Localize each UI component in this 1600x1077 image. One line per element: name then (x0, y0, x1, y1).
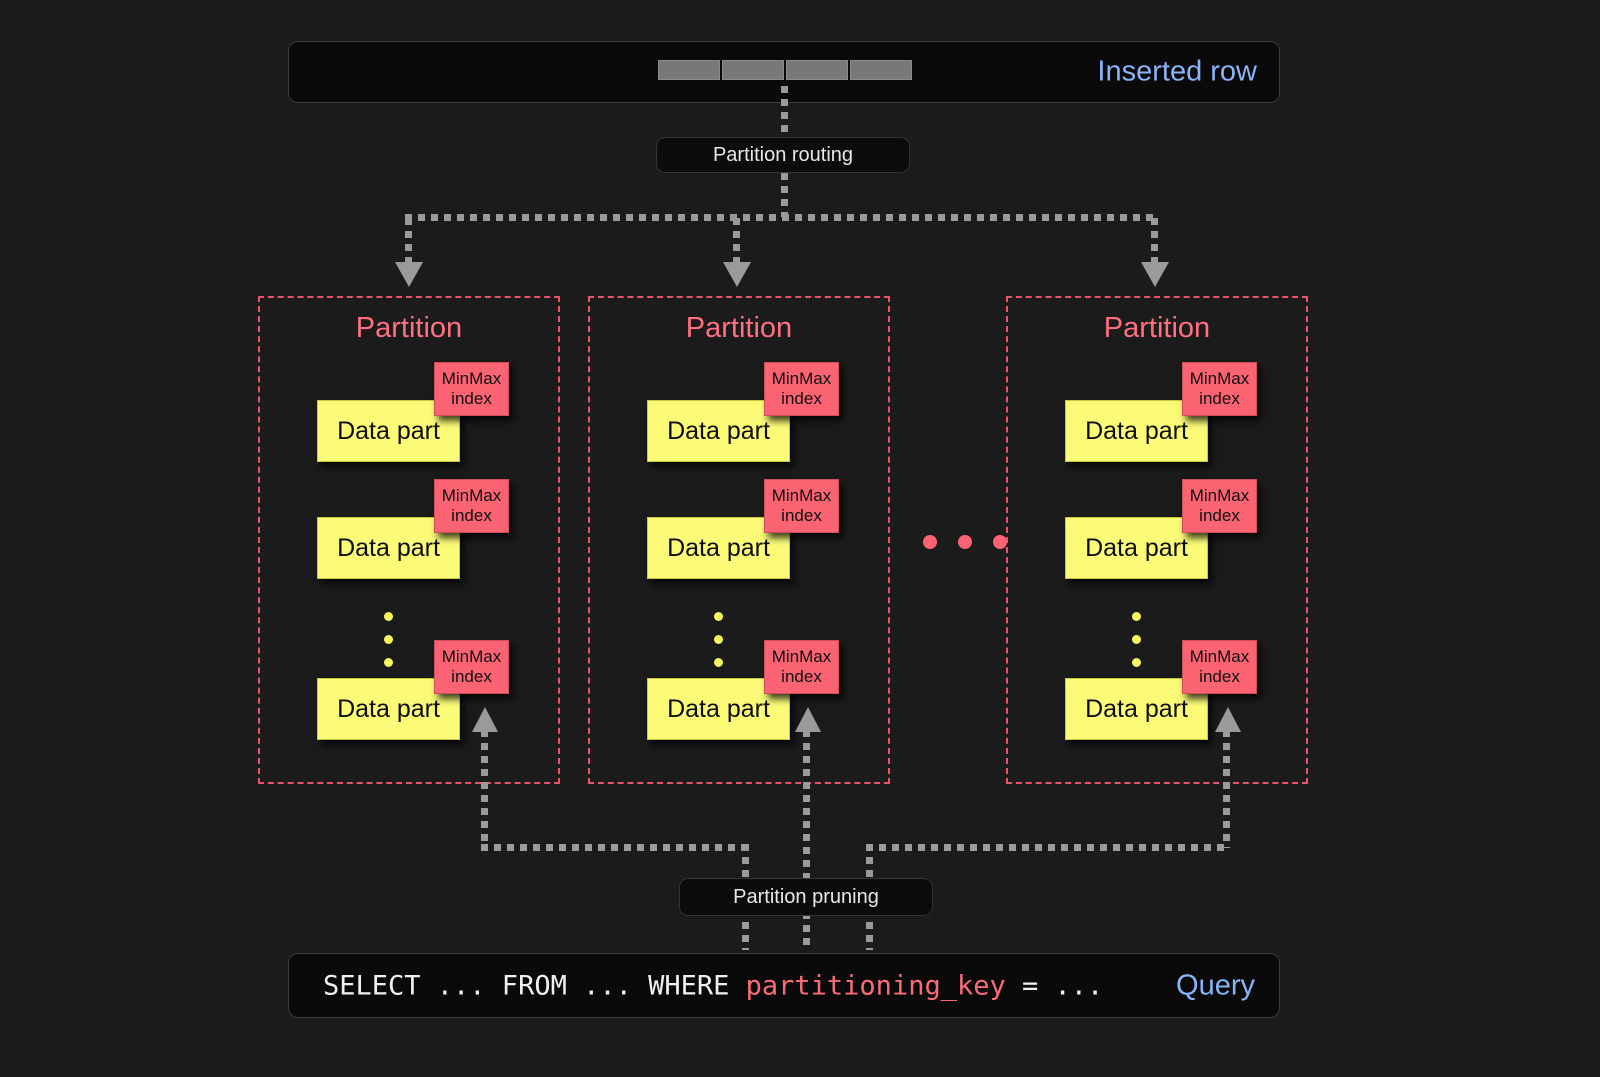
ellipsis-dot (993, 535, 1007, 549)
data-part-row: MinMax index Data part (317, 362, 537, 462)
vertical-ellipsis-dots (1132, 612, 1142, 681)
partition-pruning-box: Partition pruning (679, 878, 933, 916)
connector-bus-to-partition-3 (1151, 218, 1158, 264)
routing-distribution-bus (405, 214, 1158, 221)
query-label: Query (1176, 969, 1255, 1001)
row-cell (786, 60, 848, 80)
minmax-index-box: MinMax index (434, 479, 509, 533)
minmax-index-label-line2: index (451, 389, 492, 408)
data-part-row: MinMax index Data part (647, 479, 867, 579)
connector-pruning-to-partition-1-horz (481, 844, 749, 851)
minmax-index-label-line1: MinMax (1189, 485, 1250, 505)
partition-3[interactable]: Partition MinMax index Data part MinMax … (1006, 296, 1308, 784)
data-part-row: MinMax index Data part (1065, 479, 1285, 579)
minmax-index-label-line2: index (781, 389, 822, 408)
partition-pruning-label: Partition pruning (733, 885, 879, 908)
ellipsis-dot (1132, 612, 1141, 621)
data-part-row: MinMax index Data part (317, 479, 537, 579)
data-part-row: MinMax index Data part (647, 640, 867, 740)
data-part-row: MinMax index Data part (1065, 362, 1285, 462)
minmax-index-label-line2: index (451, 667, 492, 686)
arrow-up-partition-3 (1215, 707, 1241, 732)
row-cell (850, 60, 912, 80)
ellipsis-dot (384, 658, 393, 667)
minmax-index-label-line1: MinMax (441, 646, 502, 666)
connector-pruning-to-partition-3-vert (1223, 730, 1230, 848)
ellipsis-dot (384, 635, 393, 644)
query-suffix: = ... (1005, 970, 1104, 1001)
minmax-index-box: MinMax index (764, 640, 839, 694)
query-bar: SELECT ... FROM ... WHERE partitioning_k… (288, 953, 1280, 1018)
ellipsis-dot (1132, 635, 1141, 644)
ellipsis-dot (714, 635, 723, 644)
query-statement: SELECT ... FROM ... WHERE partitioning_k… (323, 970, 1103, 1001)
minmax-index-label-line2: index (781, 667, 822, 686)
minmax-index-box: MinMax index (1182, 362, 1257, 416)
minmax-index-label-line1: MinMax (1189, 368, 1250, 388)
data-part-row: MinMax index Data part (647, 362, 867, 462)
connector-routing-to-bus (781, 173, 788, 217)
minmax-index-box: MinMax index (764, 362, 839, 416)
minmax-index-box: MinMax index (764, 479, 839, 533)
partition-ellipsis (923, 535, 1007, 549)
query-partitioning-key: partitioning_key (745, 970, 1006, 1001)
connector-pruning-to-partition-3-horz (866, 844, 1230, 851)
data-part-row: MinMax index Data part (317, 640, 537, 740)
partition-2[interactable]: Partition MinMax index Data part MinMax … (588, 296, 890, 784)
minmax-index-label-line2: index (451, 506, 492, 525)
connector-row-to-routing (781, 86, 788, 138)
minmax-index-label-line2: index (1199, 506, 1240, 525)
minmax-index-box: MinMax index (1182, 640, 1257, 694)
arrow-down-partition-2 (723, 262, 751, 287)
data-part-box: Data part (1065, 400, 1208, 462)
partition-title: Partition (685, 312, 793, 344)
partition-routing-box: Partition routing (656, 137, 910, 173)
minmax-index-box: MinMax index (434, 362, 509, 416)
minmax-index-label-line1: MinMax (441, 485, 502, 505)
partition-title: Partition (1103, 312, 1211, 344)
connector-pruning-to-partition-1-vert (481, 730, 488, 848)
ellipsis-dot (958, 535, 972, 549)
ellipsis-dot (923, 535, 937, 549)
minmax-index-label-line1: MinMax (771, 368, 832, 388)
row-cell (658, 60, 720, 80)
minmax-index-label-line2: index (1199, 389, 1240, 408)
partition-1[interactable]: Partition MinMax index Data part MinMax … (258, 296, 560, 784)
vertical-ellipsis-dots (714, 612, 724, 681)
row-cell (722, 60, 784, 80)
ellipsis-dot (1132, 658, 1141, 667)
inserted-row-cells (658, 60, 912, 80)
arrow-down-partition-1 (395, 262, 423, 287)
minmax-index-label-line1: MinMax (1189, 646, 1250, 666)
ellipsis-dot (384, 612, 393, 621)
query-prefix: SELECT ... FROM ... WHERE (323, 970, 746, 1001)
partition-title: Partition (355, 312, 463, 344)
data-part-row: MinMax index Data part (1065, 640, 1285, 740)
minmax-index-label-line1: MinMax (441, 368, 502, 388)
arrow-up-partition-1 (472, 707, 498, 732)
connector-bus-to-partition-1 (405, 218, 412, 264)
minmax-index-label-line1: MinMax (771, 646, 832, 666)
minmax-index-label-line1: MinMax (771, 485, 832, 505)
connector-bus-to-partition-2 (733, 218, 740, 264)
inserted-row-label: Inserted row (1097, 55, 1257, 88)
arrow-down-partition-3 (1141, 262, 1169, 287)
connector-pruning-to-partition-2 (803, 730, 810, 950)
partition-routing-label: Partition routing (712, 143, 854, 166)
arrow-up-partition-2 (795, 707, 821, 732)
minmax-index-box: MinMax index (434, 640, 509, 694)
ellipsis-dot (714, 612, 723, 621)
minmax-index-box: MinMax index (1182, 479, 1257, 533)
minmax-index-label-line2: index (781, 506, 822, 525)
ellipsis-dot (714, 658, 723, 667)
minmax-index-label-line2: index (1199, 667, 1240, 686)
vertical-ellipsis-dots (384, 612, 394, 681)
